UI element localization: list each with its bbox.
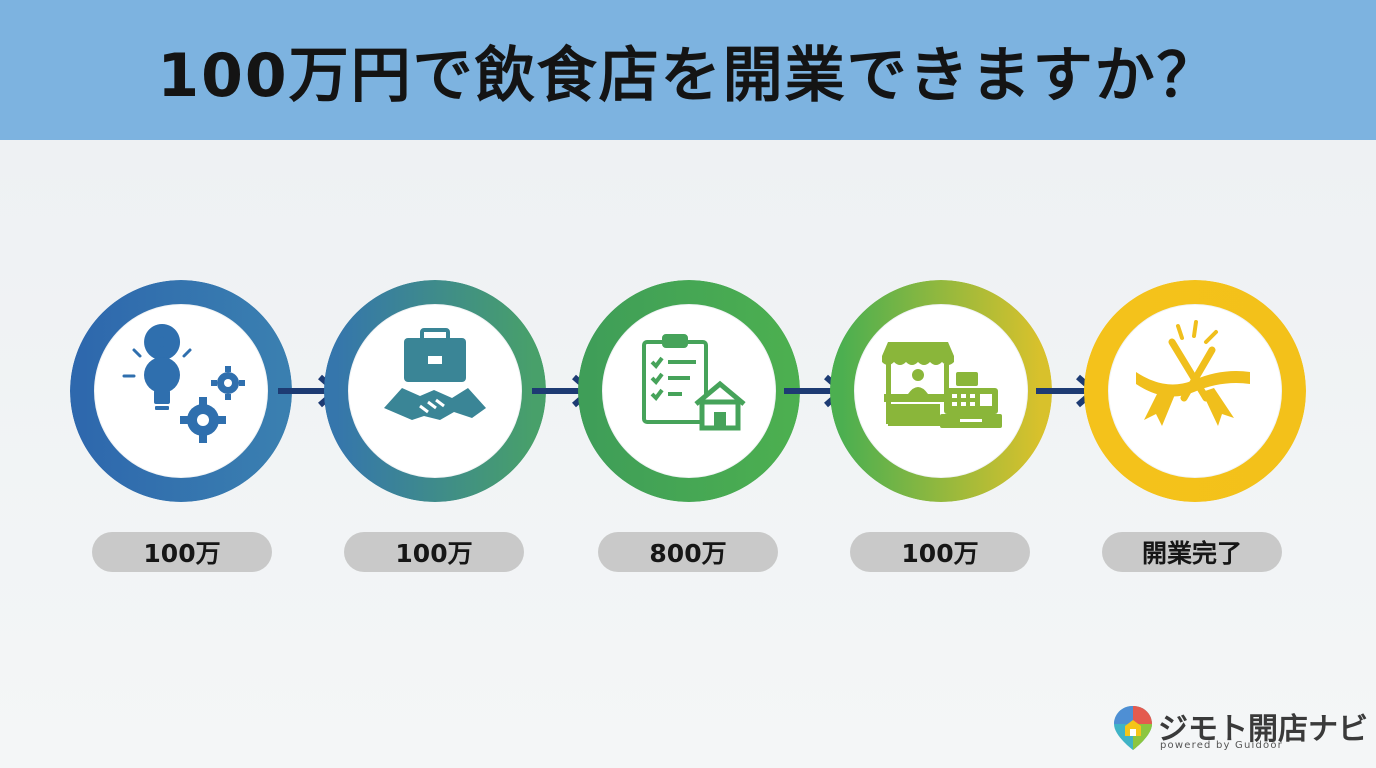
step-amount-pill: 100万 [92,532,272,572]
step-ring [830,280,1052,502]
brand-name: ジモト開店ナビ [1158,712,1368,747]
location-pin-icon [1114,706,1152,750]
lightbulb-gears-icon [122,324,245,443]
step-amount-pill: 100万 [344,532,524,572]
step-ring [324,280,546,502]
step-amount-pill: 100万 [850,532,1030,572]
step-ring [1084,280,1306,502]
page-title: 100万円で飲食店を開業できますか？ [157,40,1219,111]
briefcase-handshake-icon [384,328,486,420]
flow-area: 100万 100万 [0,140,1376,768]
checklist-house-icon [642,334,746,431]
ribbon-cutting-icon [1136,320,1250,426]
food-stall-register-icon [882,342,1002,428]
step-amount-pill: 800万 [598,532,778,572]
step-amount-pill: 開業完了 [1102,532,1282,572]
brand-tagline: powered by Guidoor [1160,740,1283,751]
step-ring [578,280,800,502]
title-banner: 100万円で飲食店を開業できますか？ [0,0,1376,140]
step-ring [70,280,292,502]
brand-logo: ジモト開店ナビ powered by Guidoor [1112,702,1368,754]
